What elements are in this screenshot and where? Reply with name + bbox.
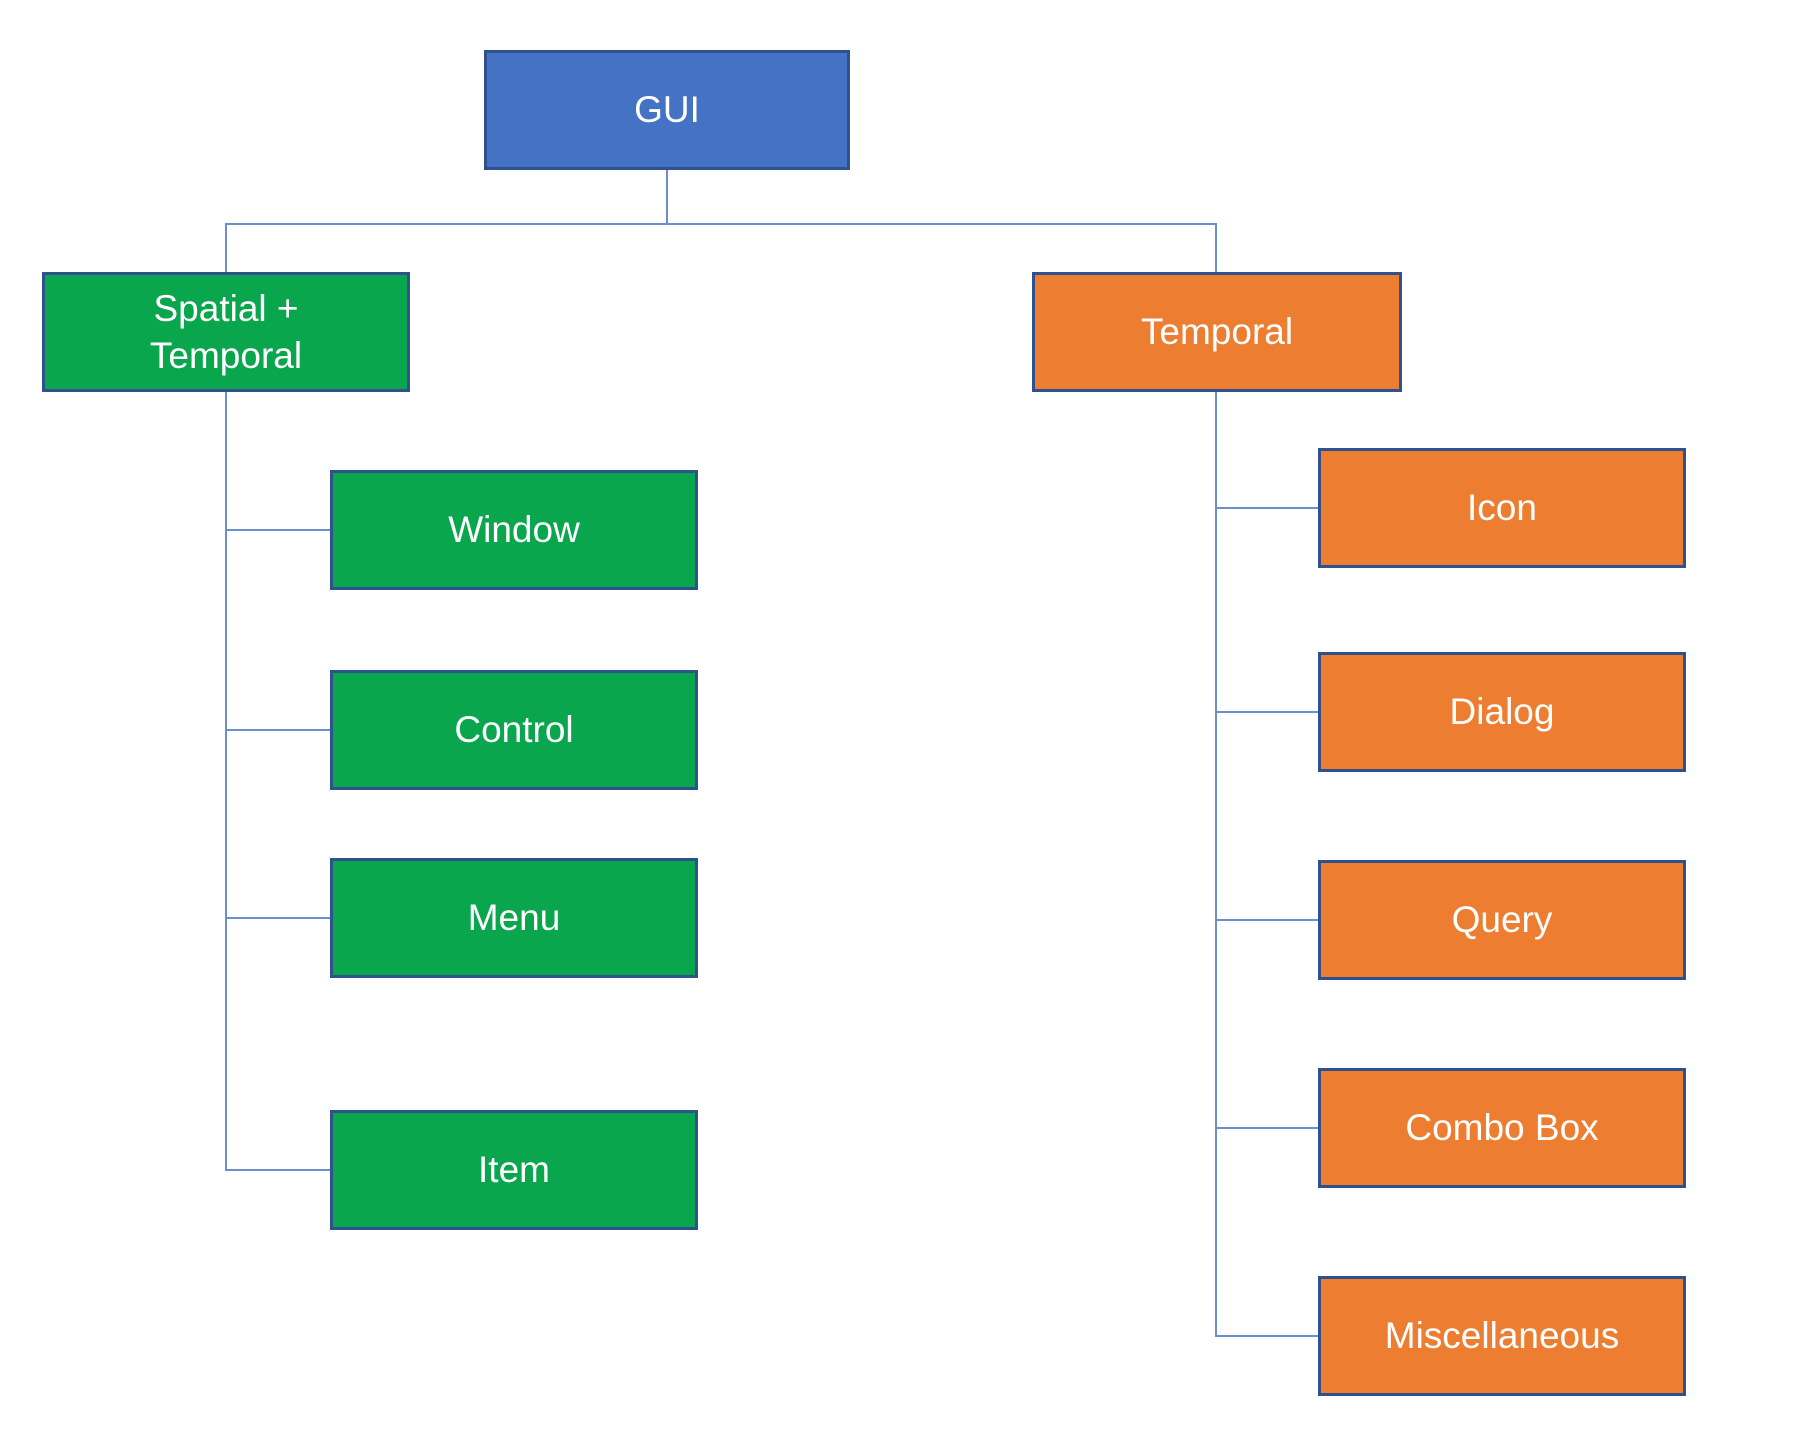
node-menu: Menu: [330, 858, 698, 978]
connector-left-branch-drop: [225, 223, 227, 272]
node-temporal: Temporal: [1032, 272, 1402, 392]
node-miscellaneous-label: Miscellaneous: [1384, 1315, 1620, 1357]
node-menu-label: Menu: [467, 897, 561, 939]
node-dialog: Dialog: [1318, 652, 1686, 772]
node-icon-label: Icon: [1467, 487, 1537, 529]
connector-stub-icon: [1216, 507, 1318, 509]
node-query: Query: [1318, 860, 1686, 980]
connector-stub-item: [226, 1169, 330, 1171]
node-combo-box-label: Combo Box: [1405, 1107, 1599, 1149]
node-item: Item: [330, 1110, 698, 1230]
node-gui: GUI: [484, 50, 850, 170]
node-window-label: Window: [448, 509, 580, 551]
connector-root-drop: [666, 170, 668, 224]
node-temporal-label: Temporal: [1140, 311, 1294, 353]
node-window: Window: [330, 470, 698, 590]
node-item-label: Item: [478, 1149, 550, 1191]
connector-right-branch-drop: [1215, 223, 1217, 272]
connector-stub-control: [226, 729, 330, 731]
connector-right-trunk: [1215, 392, 1217, 1337]
node-spatial-temporal-label: Spatial + Temporal: [149, 287, 303, 376]
connector-stub-window: [226, 529, 330, 531]
node-control: Control: [330, 670, 698, 790]
connector-stub-menu: [226, 917, 330, 919]
node-gui-label: GUI: [634, 89, 700, 131]
node-spatial-temporal: Spatial + Temporal: [42, 272, 410, 392]
node-query-label: Query: [1451, 899, 1553, 941]
connector-stub-query: [1216, 919, 1318, 921]
node-combo-box: Combo Box: [1318, 1068, 1686, 1188]
node-dialog-label: Dialog: [1449, 691, 1555, 733]
connector-stub-dialog: [1216, 711, 1318, 713]
connector-left-trunk: [225, 392, 227, 1171]
node-control-label: Control: [454, 709, 574, 751]
connector-branch-bus: [226, 223, 1217, 225]
connector-stub-miscellaneous: [1216, 1335, 1318, 1337]
node-miscellaneous: Miscellaneous: [1318, 1276, 1686, 1396]
node-icon: Icon: [1318, 448, 1686, 568]
connector-stub-combo-box: [1216, 1127, 1318, 1129]
